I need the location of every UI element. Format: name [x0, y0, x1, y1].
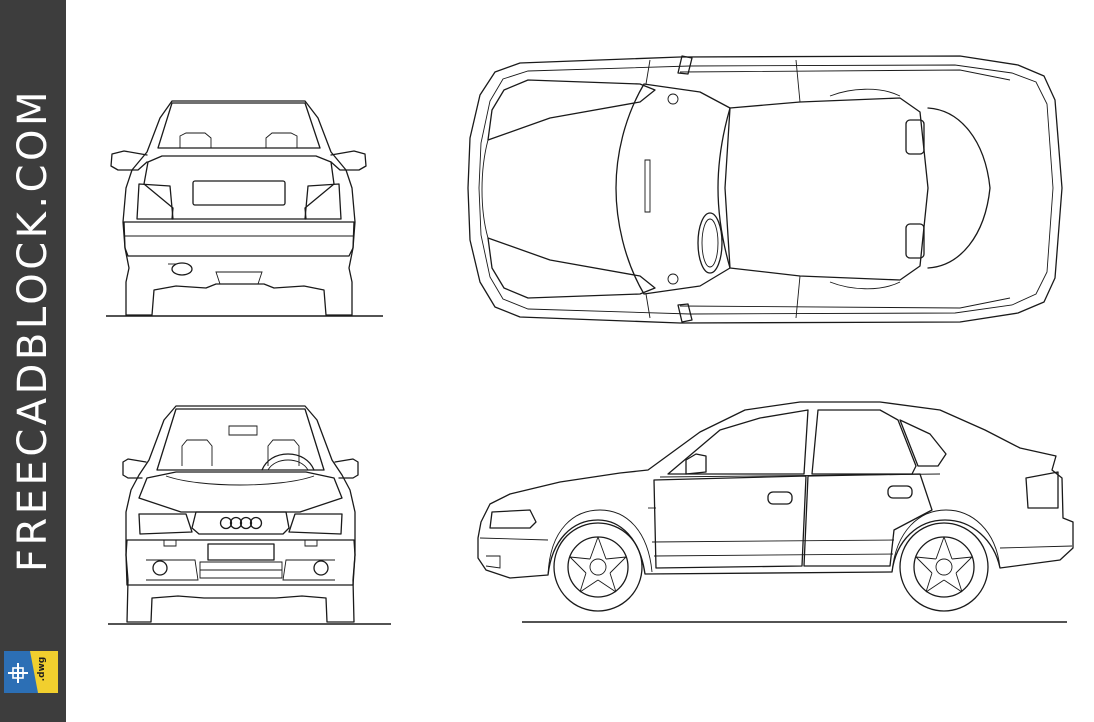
rear-right-mirror: [331, 151, 366, 170]
side-front-wheel: [554, 523, 642, 611]
badge-accent: [30, 651, 58, 693]
rear-left-mirror: [111, 151, 147, 170]
side-rear-door-handle: [888, 486, 912, 498]
top-view: [468, 56, 1062, 323]
top-steering-wheel: [698, 213, 722, 273]
front-license-plate: [208, 544, 274, 560]
rear-trunk-lid: [144, 156, 334, 219]
front-right-mirror: [335, 459, 358, 478]
side-mirror: [686, 454, 706, 474]
front-bumper: [126, 540, 355, 585]
hood: [139, 472, 342, 512]
top-rear-window: [928, 108, 990, 268]
side-rear-wheel: [900, 523, 988, 611]
top-right-mirror: [678, 304, 692, 322]
steering-wheel: [262, 454, 314, 470]
top-rear-headrest-2: [906, 224, 924, 258]
rear-view: [106, 101, 383, 316]
side-front-door-handle: [768, 492, 792, 504]
rear-body-outline: [123, 101, 355, 315]
front-right-foglight: [314, 561, 328, 575]
side-view: [478, 402, 1073, 622]
front-left-mirror: [123, 459, 146, 478]
side-front-window: [668, 410, 808, 474]
rearview-mirror: [229, 426, 257, 435]
front-left-foglight: [153, 561, 167, 575]
four-rings-logo: [221, 518, 262, 529]
side-rear-door: [804, 474, 932, 566]
top-windshield: [616, 84, 730, 294]
front-view: [108, 406, 391, 624]
top-body-outline: [468, 56, 1062, 323]
brand-sidebar: FREECADBLOCK.COM .dwg: [0, 0, 66, 722]
windshield: [157, 409, 324, 470]
side-headlight: [490, 510, 536, 528]
side-body-outline: [478, 402, 1073, 578]
front-left-headlight: [139, 514, 192, 534]
top-rear-headrest: [906, 120, 924, 154]
rear-bumper: [124, 222, 354, 256]
side-front-door: [654, 476, 806, 568]
front-grille: [192, 512, 289, 534]
rear-left-taillight: [137, 184, 173, 219]
side-taillight: [1026, 472, 1058, 508]
front-body-outline: [126, 406, 355, 622]
rear-window: [158, 103, 320, 148]
dwg-file-icon: .dwg: [4, 651, 58, 693]
rear-license-plate: [193, 181, 285, 205]
side-quarter-glass: [900, 420, 946, 466]
badge-label: .dwg: [37, 657, 47, 682]
rear-exhaust: [172, 263, 192, 275]
front-right-headlight: [289, 514, 342, 534]
top-roof: [718, 98, 928, 280]
top-hood: [488, 80, 655, 140]
rear-right-taillight: [305, 184, 341, 219]
top-left-mirror: [678, 56, 692, 74]
